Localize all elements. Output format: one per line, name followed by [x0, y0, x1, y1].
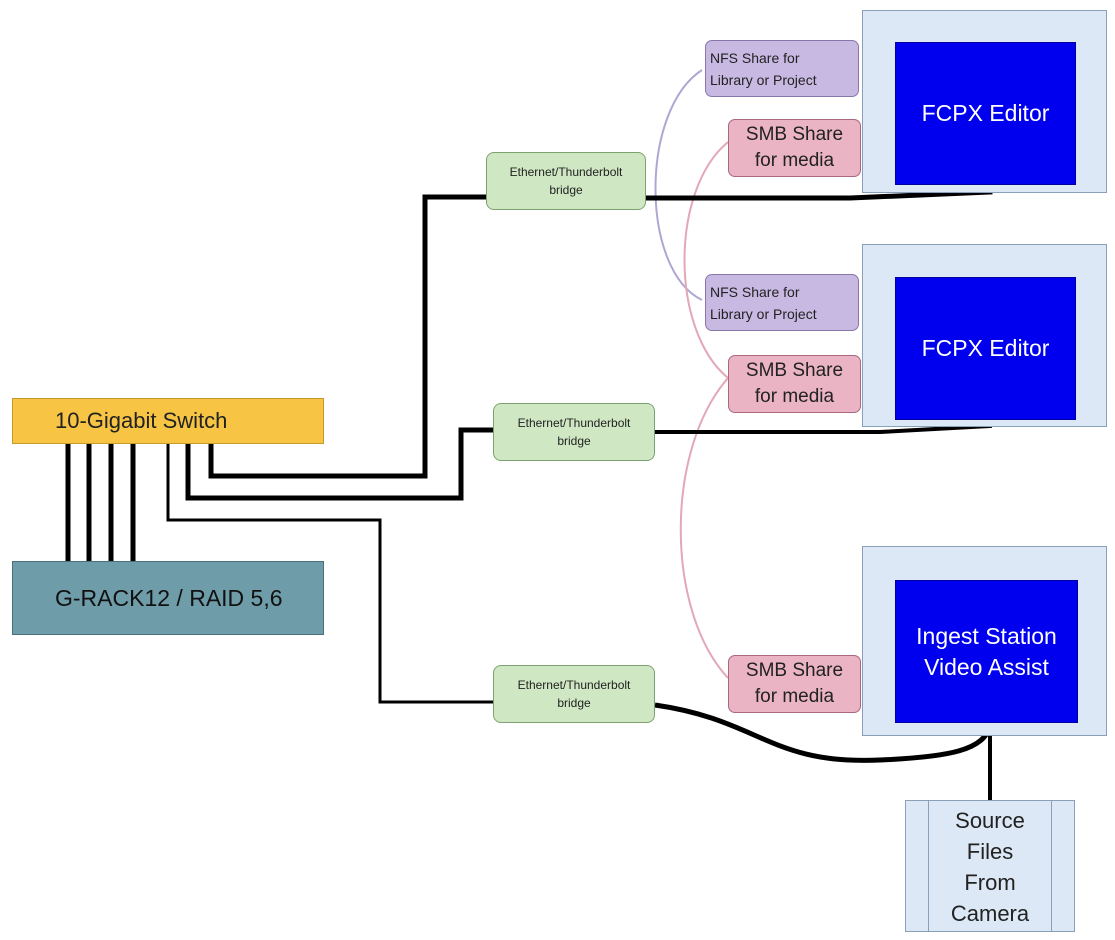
bridge-2-label: Ethernet/Thunderbolt bridge: [517, 416, 631, 448]
editor-2-label: FCPX Editor: [921, 335, 1050, 361]
ingest-station-label: Ingest Station Video Assist: [916, 622, 1057, 680]
smb-share-1-label: SMB Share for media: [745, 124, 844, 171]
editor-1-screen: FCPX Editor: [895, 42, 1076, 185]
smb-share-2: SMB Share for media: [728, 355, 861, 413]
raid-storage-label: G-RACK12 / RAID 5,6: [55, 584, 283, 611]
bridge-3-label: Ethernet/Thunderbolt bridge: [517, 678, 631, 710]
smb-link-curve-lower: [679, 377, 729, 679]
bridge-1: Ethernet/Thunderbolt bridge: [486, 152, 646, 210]
smb-share-3-label: SMB Share for media: [745, 660, 844, 707]
source-files-box: Source Files From Camera: [905, 800, 1075, 932]
switch-to-bridge-3-cable: [166, 444, 493, 704]
bridge-1-label: Ethernet/Thunderbolt bridge: [509, 165, 623, 197]
switch-to-bridge-1-cable: [208, 194, 487, 479]
smb-share-3: SMB Share for media: [728, 655, 861, 713]
nfs-share-2-label: NFS Share for Library or Project: [710, 283, 817, 322]
switch-to-bridge-2-cable: [185, 427, 493, 501]
nfs-share-1-label: NFS Share for Library or Project: [710, 49, 817, 88]
smb-share-2-label: SMB Share for media: [745, 360, 844, 407]
nfs-share-2: NFS Share for Library or Project: [705, 274, 859, 331]
ingest-station-screen: Ingest Station Video Assist: [895, 580, 1078, 723]
smb-link-curve-upper: [683, 141, 729, 379]
network-switch-label: 10-Gigabit Switch: [55, 408, 228, 433]
smb-share-1: SMB Share for media: [728, 119, 861, 177]
bridge-3: Ethernet/Thunderbolt bridge: [493, 665, 655, 723]
source-files-label: Source Files From Camera: [950, 808, 1030, 926]
editor-1-label: FCPX Editor: [921, 100, 1050, 126]
network-switch: 10-Gigabit Switch: [12, 398, 324, 444]
nfs-share-1: NFS Share for Library or Project: [705, 40, 859, 97]
nfs-link-curve: [654, 69, 703, 301]
bridge-2: Ethernet/Thunderbolt bridge: [493, 403, 655, 461]
source-files-left-rule: [928, 801, 929, 931]
editor-2-screen: FCPX Editor: [895, 277, 1076, 420]
bridge-3-to-ingest-cable: [654, 702, 993, 763]
source-files-right-rule: [1051, 801, 1052, 931]
raid-storage: G-RACK12 / RAID 5,6: [12, 561, 324, 635]
